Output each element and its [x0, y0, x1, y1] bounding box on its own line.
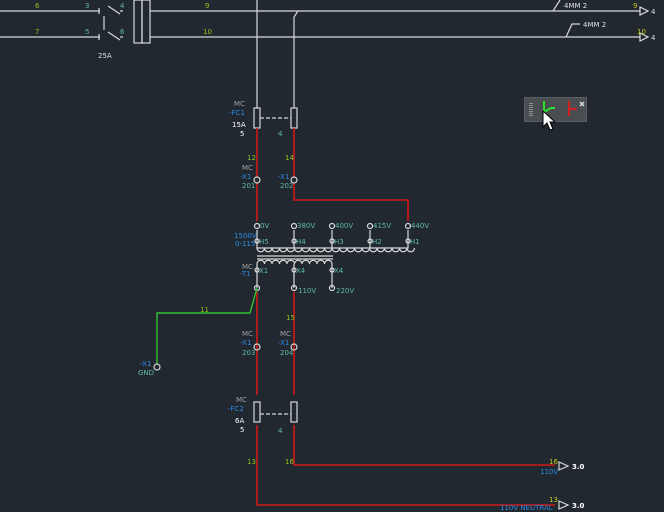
pin: X4	[296, 267, 306, 275]
terminal-201[interactable]	[253, 176, 261, 184]
tag: -T1	[240, 270, 251, 278]
close-icon[interactable]	[579, 101, 585, 107]
wire-red-icon[interactable]	[568, 101, 577, 116]
voltage: 0V	[260, 222, 269, 230]
tag: -X1	[240, 173, 251, 181]
pin: X1	[259, 267, 268, 275]
top-wires	[0, 0, 650, 108]
cursor-icon	[542, 110, 557, 131]
coil	[256, 247, 416, 253]
terminal: 202	[280, 182, 293, 190]
switch-rating: 25A	[98, 52, 112, 60]
switch-25a[interactable]	[0, 5, 123, 41]
pole: 4	[278, 130, 283, 138]
ref: 3.0	[572, 463, 585, 471]
terminal: 201	[242, 182, 255, 190]
pin: 5	[85, 28, 89, 36]
wire-num: 16	[285, 458, 294, 466]
grip-icon[interactable]	[529, 103, 533, 116]
wire-label: 110V NEUTRAL	[500, 504, 553, 512]
mfr: MC	[236, 396, 247, 404]
wire-num: 7	[35, 28, 39, 36]
voltage: 220V	[336, 287, 354, 295]
ref: 3.0	[572, 502, 585, 510]
wire-size: 4MM 2	[583, 21, 606, 29]
wire-size: 4MM 2	[564, 2, 587, 10]
terminal-203[interactable]	[253, 343, 261, 351]
pin: 3	[85, 2, 89, 10]
wire-num: 9	[205, 2, 209, 10]
voltage: 440V	[411, 222, 429, 230]
voltage: 415V	[373, 222, 391, 230]
voltage: 380V	[297, 222, 315, 230]
destination-arrows[interactable]	[639, 6, 650, 42]
dest-num: 9	[633, 2, 637, 10]
terminal: 204	[280, 349, 294, 357]
wire-num: 15	[286, 314, 295, 322]
pin: H5	[259, 238, 269, 246]
wire-green[interactable]	[156, 287, 258, 364]
pin: H4	[296, 238, 306, 246]
terminal-202[interactable]	[290, 176, 298, 184]
pin: X4	[334, 267, 344, 275]
terminal: 203	[242, 349, 255, 357]
wire-num: 11	[200, 306, 209, 314]
tag: -X1	[278, 173, 289, 181]
tag: -FC2	[228, 405, 244, 413]
coil	[256, 259, 333, 265]
mfr: MC	[242, 263, 253, 271]
pin: 4	[120, 2, 125, 10]
label: GND	[138, 369, 154, 377]
mfr: MC	[242, 330, 253, 338]
destination-arrows[interactable]	[558, 461, 570, 510]
fuse-fc2[interactable]	[253, 401, 298, 423]
wire-num: 13	[247, 458, 256, 466]
terminal-204[interactable]	[290, 343, 298, 351]
voltage: 110V	[298, 287, 316, 295]
tag: -X1	[278, 339, 289, 347]
wire-label: 110V	[540, 468, 558, 476]
dest-ref: 4	[651, 34, 656, 42]
pin: H3	[334, 238, 344, 246]
pin: H2	[372, 238, 382, 246]
rating: 15A	[232, 121, 246, 129]
wire-num: 10	[203, 28, 212, 36]
wire-num: 12	[247, 154, 256, 162]
catalog: 0-115	[235, 240, 255, 248]
dest-num: 10	[637, 28, 646, 36]
floating-toolbar[interactable]	[524, 97, 587, 122]
pole: 5	[240, 130, 244, 138]
terminal-gnd[interactable]	[153, 363, 161, 371]
terminals[interactable]	[253, 222, 412, 292]
fuse-fc1[interactable]	[253, 107, 298, 129]
tag: -FC1	[229, 109, 245, 117]
wire-num: 6	[35, 2, 40, 10]
wire-num: 16	[549, 458, 558, 466]
tag: -X1	[240, 339, 251, 347]
voltage: 400V	[335, 222, 353, 230]
wires-red[interactable]	[256, 128, 555, 506]
rating: 6A	[235, 417, 244, 425]
mfr: MC	[280, 330, 291, 338]
dest-ref: 4	[651, 8, 656, 16]
mfr: MC	[234, 100, 245, 108]
pole: 5	[240, 426, 244, 434]
wire-num: 13	[549, 496, 558, 504]
mfr: MC	[242, 164, 253, 172]
pole: 4	[278, 427, 283, 435]
rating: 1500V	[234, 232, 257, 240]
tag: -X1	[140, 360, 151, 368]
wire-num: 14	[285, 154, 294, 162]
pin: H1	[410, 238, 420, 246]
pin: 6	[120, 28, 125, 36]
